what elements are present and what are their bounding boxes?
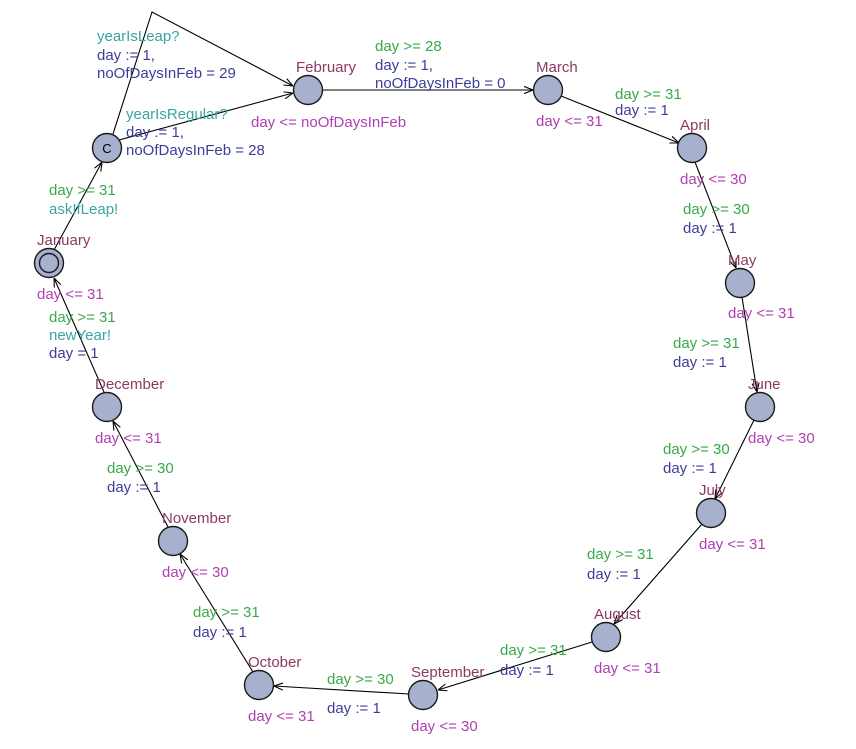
state-name-august: August bbox=[594, 606, 642, 623]
state-name-april: April bbox=[680, 117, 710, 134]
state-name-june: June bbox=[748, 376, 781, 393]
state-name-january: January bbox=[37, 232, 91, 249]
invariant-may: day <= 31 bbox=[728, 305, 795, 322]
guard-apr-to-may: day >= 30 bbox=[683, 201, 750, 218]
invariant-october: day <= 31 bbox=[248, 708, 315, 725]
state-january[interactable] bbox=[33, 247, 65, 279]
assign-dec-to-jan: day = 1 bbox=[49, 345, 99, 362]
state-name-may: May bbox=[728, 252, 757, 269]
assign1-c-to-feb-leap: day := 1, bbox=[97, 47, 155, 64]
state-name-february: February bbox=[296, 59, 357, 76]
edge-april-to-may[interactable] bbox=[694, 161, 736, 268]
invariant-february: day <= noOfDaysInFeb bbox=[251, 114, 406, 131]
state-april[interactable] bbox=[676, 132, 708, 164]
edge-committed-to-february-leap[interactable] bbox=[112, 11, 293, 135]
assign-may-to-jun: day := 1 bbox=[673, 354, 727, 371]
states: C bbox=[33, 74, 776, 711]
invariant-november: day <= 30 bbox=[162, 564, 229, 581]
edge-july-to-august[interactable] bbox=[614, 523, 703, 624]
edge-september-to-october[interactable] bbox=[274, 686, 410, 695]
guard-mar-to-apr: day >= 31 bbox=[615, 86, 682, 103]
guard-aug-to-sep: day >= 31 bbox=[500, 642, 567, 659]
guard-dec-to-jan: day >= 31 bbox=[49, 309, 116, 326]
state-july[interactable] bbox=[695, 497, 727, 529]
invariant-march: day <= 31 bbox=[536, 113, 603, 130]
state-november[interactable] bbox=[157, 525, 189, 557]
guard-may-to-jun: day >= 31 bbox=[673, 335, 740, 352]
assign-apr-to-may: day := 1 bbox=[683, 220, 737, 237]
assign-oct-to-nov: day := 1 bbox=[193, 624, 247, 641]
guard-sep-to-oct: day >= 30 bbox=[327, 671, 394, 688]
guard-feb-to-mar: day >= 28 bbox=[375, 38, 442, 55]
edge-june-to-july[interactable] bbox=[715, 419, 755, 499]
edge-november-to-december[interactable] bbox=[113, 421, 169, 528]
edge-may-to-june[interactable] bbox=[741, 296, 757, 392]
invariant-april: day <= 30 bbox=[680, 171, 747, 188]
state-october[interactable] bbox=[243, 669, 275, 701]
assign2-c-to-feb-leap: noOfDaysInFeb = 29 bbox=[97, 65, 236, 82]
guard-oct-to-nov: day >= 31 bbox=[193, 604, 260, 621]
assign1-c-to-feb-regular: day := 1, bbox=[126, 124, 184, 141]
invariant-june: day <= 30 bbox=[748, 430, 815, 447]
state-name-september: September bbox=[411, 664, 484, 681]
assign-nov-to-dec: day := 1 bbox=[107, 479, 161, 496]
edge-march-to-april[interactable] bbox=[560, 95, 679, 143]
state-name-october: October bbox=[248, 654, 301, 671]
assign1-feb-to-mar: day := 1, bbox=[375, 57, 433, 74]
invariant-september: day <= 30 bbox=[411, 718, 478, 735]
invariant-january: day <= 31 bbox=[37, 286, 104, 303]
state-december[interactable] bbox=[91, 391, 123, 423]
state-february[interactable] bbox=[292, 74, 324, 106]
state-september[interactable] bbox=[407, 679, 439, 711]
edges bbox=[53, 11, 757, 695]
committed-mark: C bbox=[102, 141, 111, 156]
sync-dec-to-jan: newYear! bbox=[49, 327, 111, 344]
state-march[interactable] bbox=[532, 74, 564, 106]
assign-jun-to-jul: day := 1 bbox=[663, 460, 717, 477]
sync-c-to-feb-leap: yearIsLeap? bbox=[97, 28, 180, 45]
initial-state-marker bbox=[38, 252, 60, 274]
state-name-november: November bbox=[162, 510, 231, 527]
invariant-august: day <= 31 bbox=[594, 660, 661, 677]
assign2-c-to-feb-regular: noOfDaysInFeb = 28 bbox=[126, 142, 265, 159]
invariant-december: day <= 31 bbox=[95, 430, 162, 447]
assign-aug-to-sep: day := 1 bbox=[500, 662, 554, 679]
guard-jul-to-aug: day >= 31 bbox=[587, 546, 654, 563]
state-names: January February March April May June Ju… bbox=[37, 59, 781, 681]
state-committed[interactable] bbox=[91, 132, 123, 164]
state-name-july: July bbox=[699, 482, 726, 499]
state-august[interactable] bbox=[590, 621, 622, 653]
edge-committed-to-february-regular[interactable] bbox=[118, 93, 293, 141]
sync-c-to-feb-regular: yearIsRegular? bbox=[126, 106, 228, 123]
edge-january-to-committed[interactable] bbox=[53, 162, 102, 251]
edge-august-to-september[interactable] bbox=[438, 641, 593, 690]
assign-jul-to-aug: day := 1 bbox=[587, 566, 641, 583]
state-june[interactable] bbox=[744, 391, 776, 423]
assign2-feb-to-mar: noOfDaysInFeb = 0 bbox=[375, 75, 506, 92]
invariants: day <= 31 day <= noOfDaysInFeb day <= 31… bbox=[37, 113, 815, 735]
state-name-december: December bbox=[95, 376, 164, 393]
invariant-july: day <= 31 bbox=[699, 536, 766, 553]
guard-jan-to-c: day >= 31 bbox=[49, 182, 116, 199]
edge-october-to-november[interactable] bbox=[180, 554, 254, 673]
state-may[interactable] bbox=[724, 267, 756, 299]
guard-jun-to-jul: day >= 30 bbox=[663, 441, 730, 458]
edge-december-to-january[interactable] bbox=[54, 278, 105, 393]
assign-mar-to-apr: day := 1 bbox=[615, 102, 669, 119]
edge-labels: day >= 31 askIfLeap! yearIsLeap? day := … bbox=[49, 28, 750, 717]
guard-nov-to-dec: day >= 30 bbox=[107, 460, 174, 477]
assign-sep-to-oct: day := 1 bbox=[327, 700, 381, 717]
sync-jan-to-c: askIfLeap! bbox=[49, 201, 118, 218]
state-name-march: March bbox=[536, 59, 578, 76]
